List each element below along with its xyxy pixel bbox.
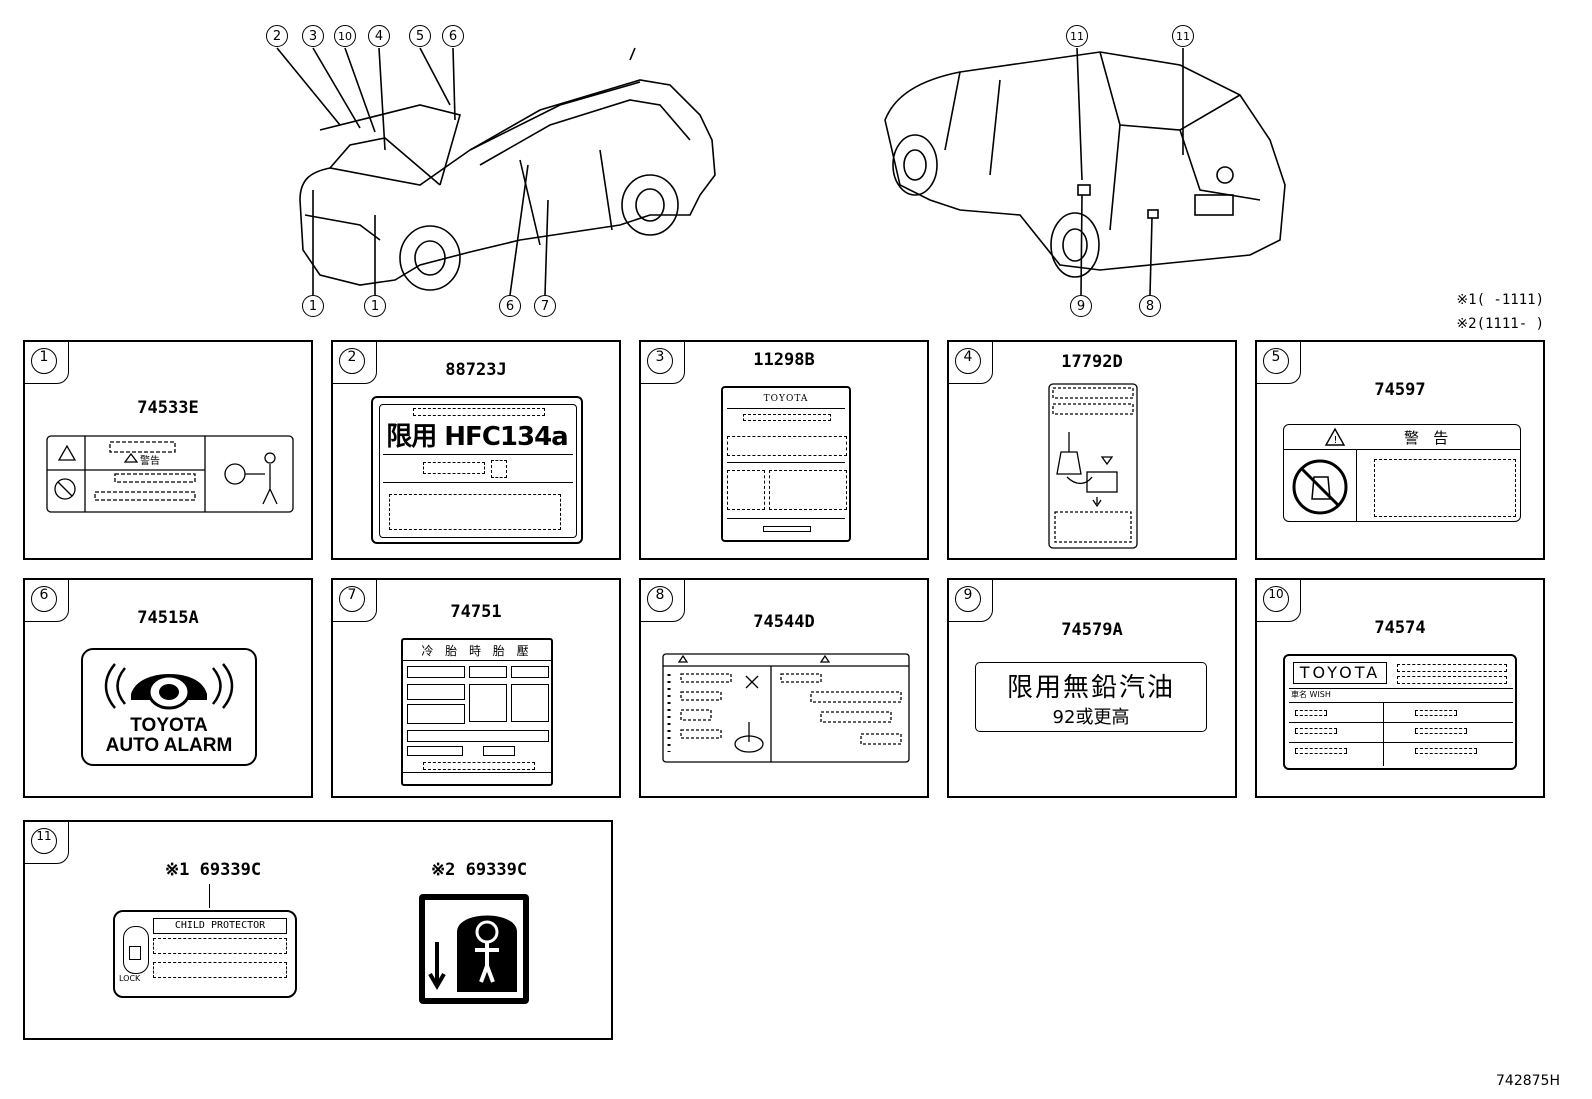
- callout-1a: 1: [302, 295, 324, 317]
- tire-pressure-label: 冷 胎 時 胎 壓: [401, 638, 553, 786]
- part-number: 74515A: [137, 608, 199, 628]
- panel-8: 8 74544D: [639, 578, 929, 798]
- callout-10: 10: [334, 25, 356, 47]
- fuel-label: 限用無鉛汽油 92或更高: [975, 662, 1207, 732]
- part-number: 88723J: [445, 360, 507, 380]
- header-text: 冷 胎 時 胎 壓: [421, 644, 533, 658]
- panel-number: 2: [339, 348, 365, 374]
- svg-text:!: !: [1334, 435, 1338, 446]
- label-drawing: [1048, 383, 1138, 549]
- alarm-text: AUTO ALARM: [105, 735, 233, 756]
- part-number: 74579A: [1061, 620, 1123, 640]
- applicability-notes: ※1( -1111) ※2(1111- ): [1456, 288, 1544, 336]
- vehicle-illustrations: [276, 47, 1286, 296]
- part-number: 74574: [1374, 618, 1426, 638]
- panel-2: 2 88723J 限用 HFC134a: [331, 340, 621, 560]
- panel-number: 1: [31, 348, 57, 374]
- model-text: 車名 WISH: [1291, 690, 1331, 699]
- callout-4: 4: [368, 25, 390, 47]
- note-2: ※2(1111- ): [1456, 316, 1544, 332]
- fuel-text: 限用無鉛汽油: [1006, 673, 1175, 703]
- callout-11a: 11: [1066, 25, 1088, 47]
- callout-1b: 1: [364, 295, 386, 317]
- callout-6: 6: [442, 25, 464, 47]
- panel-1: 1 74533E 警告: [23, 340, 313, 560]
- panel-4: 4 17792D: [947, 340, 1237, 560]
- panel-number: 6: [31, 586, 57, 612]
- part-number: 17792D: [1061, 352, 1123, 372]
- lock-text: LOCK: [119, 974, 141, 983]
- part-number-2: ※2 69339C: [430, 860, 528, 880]
- panel-number: 5: [1263, 348, 1289, 374]
- panel-number: 8: [647, 586, 673, 612]
- label-frame: TOYOTA: [721, 386, 851, 542]
- svg-text:警告: 警告: [140, 454, 160, 467]
- car-alarm-icon: [104, 663, 234, 710]
- label-drawing: 警告: [46, 435, 294, 513]
- panel-number: 10: [1263, 586, 1289, 612]
- part-number: 11298B: [753, 350, 815, 370]
- panel-5: 5 74597 ! 警 告: [1255, 340, 1545, 560]
- child-protector-text: CHILD PROTECTOR: [153, 918, 287, 934]
- callout-3: 3: [302, 25, 324, 47]
- part-number: 74544D: [753, 612, 815, 632]
- panel-number: 11: [31, 828, 57, 854]
- panel-9: 9 74579A 限用無鉛汽油 92或更高: [947, 578, 1237, 798]
- warning-triangle-icon: !: [1324, 427, 1346, 446]
- auto-alarm-label: TOYOTA AUTO ALARM: [81, 648, 257, 766]
- part-number: 74533E: [137, 398, 199, 418]
- callout-5: 5: [409, 25, 431, 47]
- callout-6b: 6: [499, 295, 521, 317]
- lock-icon: [123, 926, 149, 974]
- label-frame: 限用 HFC134a: [371, 396, 583, 544]
- callout-2: 2: [266, 25, 288, 47]
- callout-8: 8: [1139, 295, 1161, 317]
- callout-11b: 11: [1172, 25, 1194, 47]
- part-number: 74597: [1374, 380, 1426, 400]
- diagram-code: 742875H: [1496, 1073, 1560, 1089]
- panel-number: 3: [647, 348, 673, 374]
- child-protector-label: CHILD PROTECTOR LOCK: [113, 910, 297, 998]
- panel-number: 7: [339, 586, 365, 612]
- panel-number: 9: [955, 586, 981, 612]
- part-number-1: ※1 69339C: [164, 860, 262, 880]
- panel-10: 10 74574 TOYOTA 車名 WISH: [1255, 578, 1545, 798]
- panel-6: 6 74515A TOYOTA AUTO ALARM: [23, 578, 313, 798]
- brand-text: TOYOTA: [1293, 662, 1387, 684]
- brand-text: TOYOTA: [130, 715, 208, 736]
- panel-11: 11 ※1 69339C ※2 69339C CHILD PROTECTOR L…: [23, 820, 613, 1040]
- label-frame: ! 警 告: [1283, 424, 1521, 522]
- child-lock-icon: [419, 894, 529, 1004]
- brand-text: TOYOTA: [763, 394, 809, 404]
- no-fire-icon: [1292, 459, 1348, 515]
- part-number: 74751: [450, 602, 502, 622]
- panel-number: 4: [955, 348, 981, 374]
- callout-9: 9: [1070, 295, 1092, 317]
- vin-label: TOYOTA 車名 WISH: [1283, 654, 1517, 770]
- octane-text: 92或更高: [1052, 707, 1130, 728]
- callout-7: 7: [534, 295, 556, 317]
- panel-7: 7 74751 冷 胎 時 胎 壓: [331, 578, 621, 798]
- refrigerant-text: 限用 HFC134a: [386, 422, 568, 452]
- warning-text: 警 告: [1404, 429, 1449, 447]
- panel-3: 3 11298B TOYOTA: [639, 340, 929, 560]
- note-1: ※1( -1111): [1456, 292, 1544, 308]
- label-drawing: [662, 653, 910, 763]
